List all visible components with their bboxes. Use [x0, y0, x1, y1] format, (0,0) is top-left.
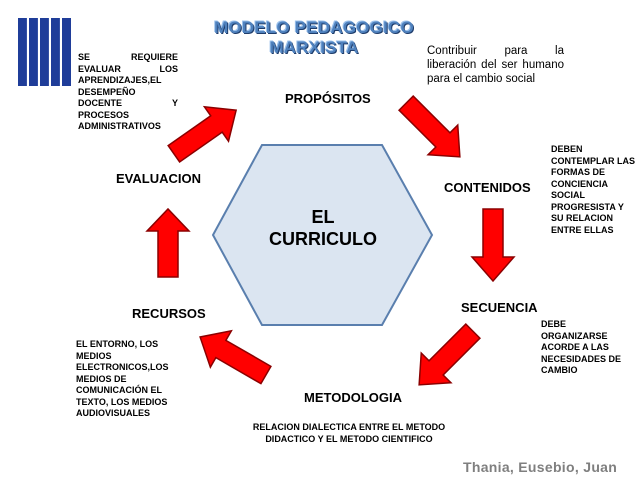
center-line-2: CURRICULO — [269, 229, 377, 249]
node-secuencia: SECUENCIA — [461, 300, 538, 315]
note-recursos: EL ENTORNO, LOS MEDIOS ELECTRONICOS,LOS … — [76, 339, 169, 418]
note-secuencia: DEBE ORGANIZARSE ACORDE A LAS NECESIDADE… — [541, 319, 622, 375]
node-propositos: PROPÓSITOS — [285, 91, 371, 106]
node-evaluacion: EVALUACION — [116, 171, 201, 186]
note-metodologia-line-1: RELACION DIALECTICA ENTRE EL METODO — [252, 422, 446, 432]
note-metodologia: RELACION DIALECTICA ENTRE EL METODO DIDA… — [244, 422, 454, 445]
title-line-2: MARXISTA — [269, 38, 359, 57]
note-evaluacion: SE REQUIERE EVALUAR LOS APRENDIZAJES,EL … — [78, 52, 178, 131]
center-line-1: EL — [311, 207, 335, 227]
center-label: EL CURRICULO — [240, 206, 406, 250]
curriculo-hexagon — [211, 144, 434, 326]
node-metodologia: METODOLOGIA — [304, 390, 402, 405]
note-propositos: Contribuir para la liberación del ser hu… — [427, 45, 564, 85]
title-line-1: MODELO PEDAGOGICO — [214, 18, 414, 37]
note-contenidos: DEBEN CONTEMPLAR LAS FORMAS DE CONCIENCI… — [551, 144, 635, 235]
diagram-title: MODELO PEDAGOGICO MARXISTA — [200, 18, 428, 58]
note-metodologia-line-2: DIDACTICO Y EL METODO CIENTIFICO — [265, 433, 433, 444]
credit-authors: Thania, Eusebio, Juan — [463, 459, 618, 475]
node-recursos: RECURSOS — [132, 306, 206, 321]
books-logo-icon — [18, 18, 71, 86]
node-contenidos: CONTENIDOS — [444, 180, 531, 195]
